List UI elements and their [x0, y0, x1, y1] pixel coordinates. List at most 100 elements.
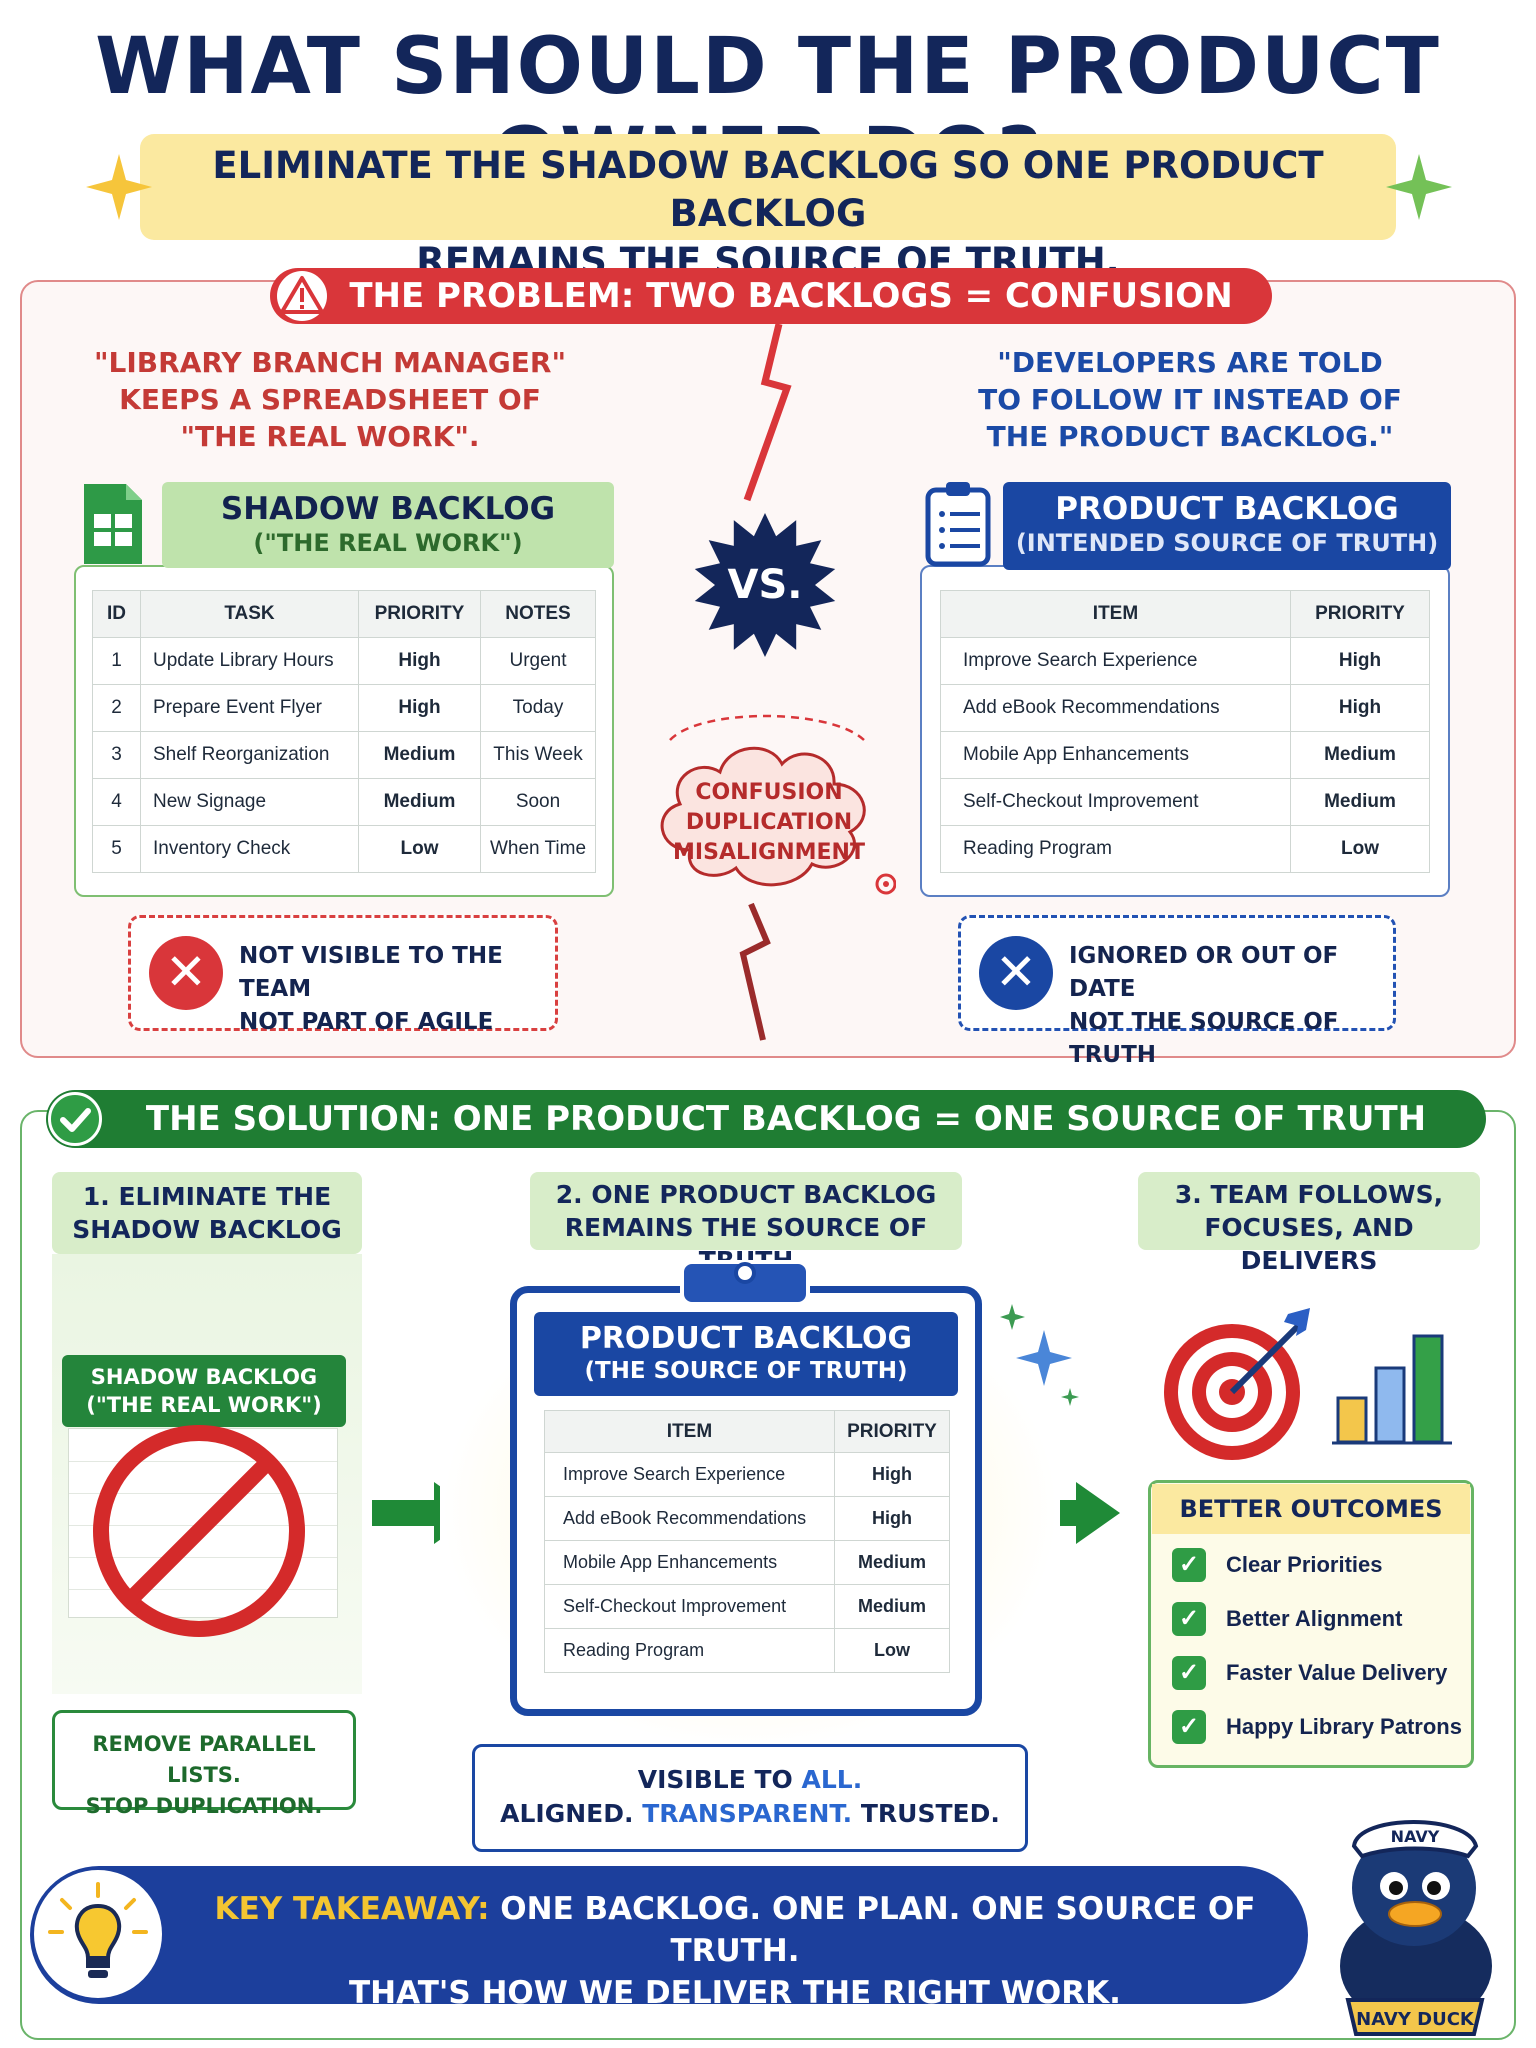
key-takeaway-banner [30, 1866, 1308, 2004]
table-cell: Reading Program [940, 825, 1291, 873]
outcome-item: ✓ Faster Value Delivery [1172, 1646, 1462, 1700]
left-quote-line: KEEPS A SPREADSHEET OF [119, 383, 541, 416]
key-takeaway-line-1: KEY TAKEAWAY: ONE BACKLOG. ONE PLAN. ONE… [170, 1888, 1300, 1972]
lightning-bolt-icon [743, 323, 792, 502]
visible-text: TRUSTED. [860, 1799, 1000, 1828]
table-cell: Shelf Reorganization [140, 731, 359, 779]
table-cell: Mobile App Enhancements [544, 1540, 835, 1585]
table-cell: High [358, 684, 481, 732]
confusion-cloud-icon [660, 714, 896, 895]
check-icon: ✓ [1172, 1548, 1206, 1582]
step-line: REMAINS THE SOURCE OF TRUTH [564, 1213, 928, 1275]
visible-line-2: ALIGNED. TRANSPARENT. TRUSTED. [475, 1797, 1025, 1831]
right-quote-line: THE PRODUCT BACKLOG." [986, 420, 1394, 453]
product-backlog-header: PRODUCT BACKLOG (INTENDED SOURCE OF TRUT… [1003, 482, 1451, 570]
warning-line: IGNORED OR OUT OF DATE [1069, 943, 1339, 1002]
table-cell: Low [834, 1628, 950, 1673]
remove-line: REMOVE PARALLEL LISTS. [92, 1732, 316, 1787]
visible-highlight: TRANSPARENT. [642, 1799, 861, 1828]
table-cell: Improve Search Experience [940, 637, 1291, 685]
table-cell: 5 [92, 825, 141, 873]
table-cell: Update Library Hours [140, 637, 359, 685]
table-cell: Urgent [480, 637, 596, 685]
table-cell: Soon [480, 778, 596, 826]
mini-shadow-subtitle: ("THE REAL WORK") [86, 1393, 322, 1417]
sheet-gridline [69, 1493, 337, 1494]
right-quote-line: TO FOLLOW IT INSTEAD OF [978, 383, 1402, 416]
mini-shadow-title: SHADOW BACKLOG [90, 1365, 318, 1389]
key-takeaway-label: KEY TAKEAWAY: [214, 1891, 490, 1927]
clipboard-header: PRODUCT BACKLOG (THE SOURCE OF TRUTH) [534, 1312, 958, 1396]
table-cell: Medium [834, 1584, 950, 1629]
check-icon: ✓ [1172, 1656, 1206, 1690]
subtitle: ELIMINATE THE SHADOW BACKLOG SO ONE PROD… [150, 142, 1386, 286]
check-circle-icon [48, 1092, 102, 1146]
better-outcomes-title: BETTER OUTCOMES [1152, 1484, 1470, 1534]
warning-icon [277, 271, 327, 321]
column-header: PRIORITY [1290, 590, 1430, 638]
outcome-label: Clear Priorities [1226, 1552, 1383, 1577]
product-warning-text: IGNORED OR OUT OF DATE NOT THE SOURCE OF… [1069, 940, 1393, 1072]
table-cell: Medium [358, 731, 481, 779]
bar-chart-icon [1332, 1334, 1452, 1445]
shadow-warning-box: ✕ NOT VISIBLE TO THE TEAM NOT PART OF AG… [128, 915, 558, 1035]
table-cell: Low [358, 825, 481, 873]
table-cell: Medium [358, 778, 481, 826]
left-quote-line: "LIBRARY BRANCH MANAGER" [93, 346, 567, 379]
problem-banner: THE PROBLEM: TWO BACKLOGS = CONFUSION [270, 268, 1272, 324]
warning-line: NOT THE SOURCE OF TRUTH [1069, 1009, 1339, 1068]
table-cell: Self-Checkout Improvement [544, 1584, 835, 1629]
visible-text: VISIBLE TO [637, 1765, 802, 1794]
clipboard-title: PRODUCT BACKLOG [579, 1321, 913, 1356]
clipboard-icon [925, 482, 991, 567]
x-circle-icon: ✕ [149, 936, 223, 1010]
product-warning-box: ✕ IGNORED OR OUT OF DATE NOT THE SOURCE … [958, 915, 1396, 1068]
visible-line-1: VISIBLE TO ALL. [475, 1763, 1025, 1797]
outcome-label: Happy Library Patrons [1226, 1714, 1462, 1739]
prohibited-icon [93, 1425, 305, 1637]
table-cell: Add eBook Recommendations [544, 1496, 835, 1541]
shadow-warning-text: NOT VISIBLE TO THE TEAM NOT PART OF AGIL… [239, 940, 555, 1039]
table-cell: High [1290, 637, 1430, 685]
sheet-gridline [69, 1557, 337, 1558]
step-1-label: 1. ELIMINATE THE SHADOW BACKLOG [52, 1172, 362, 1254]
table-cell: High [834, 1452, 950, 1497]
table-cell: High [1290, 684, 1430, 732]
mascot-hat-label: NAVY [1391, 1827, 1440, 1846]
table-cell: High [358, 637, 481, 685]
sheet-gridline [69, 1589, 337, 1590]
outcome-label: Faster Value Delivery [1226, 1660, 1448, 1685]
right-arrow-icon [1014, 1482, 1120, 1544]
column-header: PRIORITY [358, 590, 481, 638]
product-backlog-title: PRODUCT BACKLOG [1055, 491, 1399, 527]
x-circle-icon: ✕ [979, 936, 1053, 1010]
table-cell: New Signage [140, 778, 359, 826]
check-icon: ✓ [1172, 1710, 1206, 1744]
lightning-bolt-icon [739, 902, 771, 1041]
table-cell: Low [1290, 825, 1430, 873]
step-line: 1. ELIMINATE THE [82, 1182, 332, 1211]
sheet-gridline [69, 1461, 337, 1462]
navy-duck-mascot: NAVY NAVY DUCK [1340, 1820, 1492, 2036]
table-cell: Medium [1290, 778, 1430, 826]
outcome-item: ✓ Happy Library Patrons [1172, 1700, 1462, 1754]
versus-badge: VS. [694, 513, 836, 657]
step-line: 3. TEAM FOLLOWS, [1174, 1180, 1444, 1209]
step-line: SHADOW BACKLOG [72, 1215, 342, 1244]
table-cell: 2 [92, 684, 141, 732]
right-star-icon [1386, 154, 1452, 220]
